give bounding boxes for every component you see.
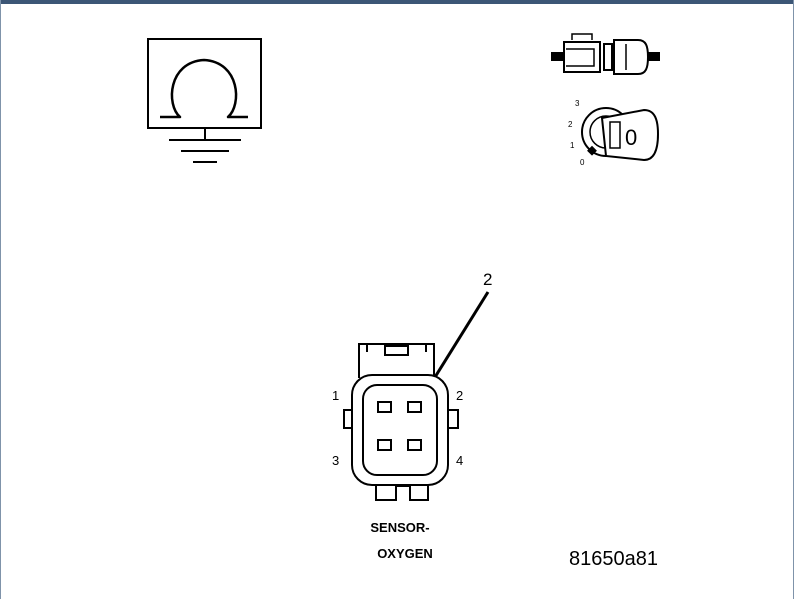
dial-position-3: 3 [575,99,580,108]
dial-position-0: 0 [580,158,585,167]
pin-cavity-1 [377,401,392,413]
pin-cavity-2 [407,401,422,413]
dial-position-1: 1 [570,141,575,150]
connector-disconnect-icon [551,33,660,75]
key-position-label: 0 [625,125,637,150]
pin-label-4: 4 [456,453,463,468]
ignition-key-off-icon: 3 2 1 0 0 [568,99,660,167]
window-left-border [0,0,1,599]
figure-id: 81650a81 [569,548,658,570]
pin-cavity-4 [407,439,422,451]
dial-position-2: 2 [568,120,573,129]
oxygen-sensor-connector: 1 2 3 4 [332,343,463,501]
callout-number: 2 [483,270,492,289]
connector-name-line1: SENSOR- [370,520,429,535]
connector-name-line2: OXYGEN [377,546,433,561]
ohmmeter-to-ground-icon [147,38,262,163]
pin-label-2: 2 [456,388,463,403]
pin-label-3: 3 [332,453,339,468]
pin-label-1: 1 [332,388,339,403]
pin-cavity-3 [377,439,392,451]
window-top-bar [0,0,794,4]
